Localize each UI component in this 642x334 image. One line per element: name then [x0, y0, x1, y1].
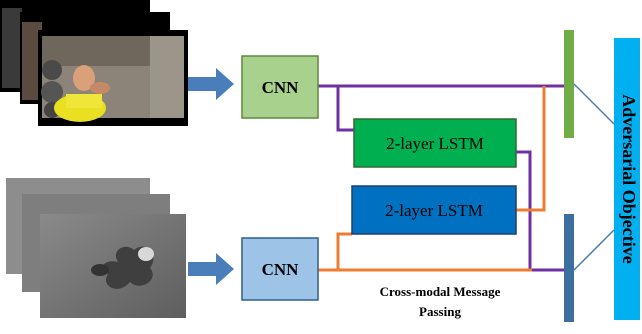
adversarial-objective-label: Adversarial Objective [619, 94, 639, 263]
flow-cnn-label: CNN [262, 260, 300, 279]
rgb-cnn-label: CNN [262, 78, 300, 97]
rgb-output-bar [564, 30, 574, 138]
rgb-cnn-box: CNN [241, 55, 319, 119]
lstm-top-label: 2-layer LSTM [386, 134, 484, 153]
flow-frame-stack [6, 178, 186, 318]
lstm-bottom-box: 2-layer LSTM [351, 185, 517, 235]
rgb-frame-stack [0, 0, 188, 126]
objective-connectors [573, 83, 615, 271]
rgb-to-cnn-arrow [188, 68, 234, 100]
orange-path [318, 86, 546, 272]
purple-path [318, 84, 566, 272]
flow-output-bar [564, 214, 574, 322]
lstm-top-box: 2-layer LSTM [353, 118, 517, 168]
flow-to-cnn-arrow [188, 253, 234, 285]
flow-cnn-box: CNN [241, 237, 319, 301]
adversarial-objective-box: Adversarial Objective [614, 38, 640, 320]
cross-modal-caption-line1: Cross-modal Message [380, 284, 501, 299]
cross-modal-caption-line2: Passing [419, 304, 461, 319]
lstm-bottom-label: 2-layer LSTM [385, 201, 483, 220]
